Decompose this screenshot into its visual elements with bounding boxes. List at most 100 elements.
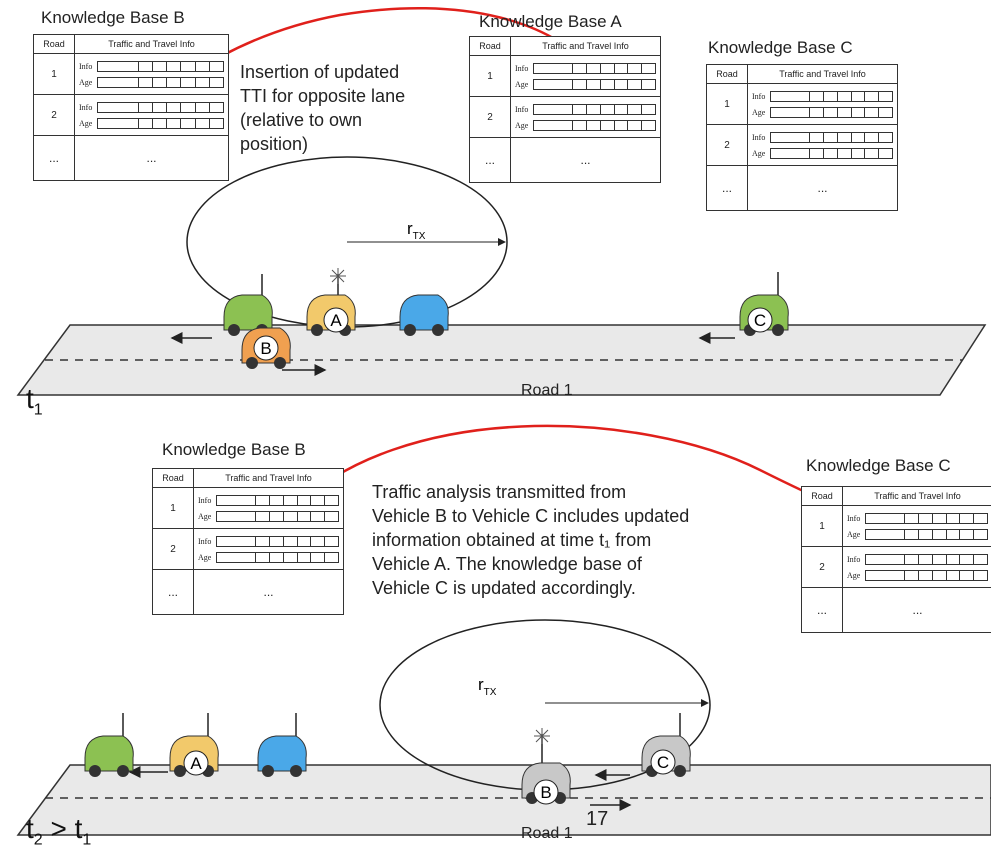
info-label: Info [847,554,861,564]
vehicle-t1-green [223,274,273,336]
caption-t2: Traffic analysis transmitted from Vehicl… [372,480,802,600]
info-bar [770,131,893,143]
col-info-header: Traffic and Travel Info [747,64,898,84]
caption-line: Vehicle A. The knowledge base of [372,554,642,574]
more-roads: ... [33,135,75,181]
more-info: ... [193,569,344,615]
vehicle-b-badge-t2: B [533,779,559,805]
col-info-header: Traffic and Travel Info [510,36,661,56]
age-bar [216,510,339,522]
col-info-header: Traffic and Travel Info [193,468,344,488]
road-number: 2 [469,96,511,138]
road-number: 2 [801,546,843,588]
age-label: Age [515,79,529,89]
vehicle-a-badge-t1: A [323,307,349,333]
road-number: 1 [469,55,511,97]
age-label: Age [198,511,212,521]
age-bar [865,528,988,540]
info-bar [97,101,224,113]
vehicle-t2-blue [257,713,307,777]
kb-title: Knowledge Base B [162,440,306,459]
age-bar [770,147,893,159]
more-info: ... [74,135,229,181]
vehicle-c-badge-t1: C [747,307,773,333]
road-number: 2 [33,94,75,136]
col-info-header: Traffic and Travel Info [74,34,229,54]
kb-title: Knowledge Base B [41,8,185,27]
age-bar [533,78,656,90]
more-roads: ... [469,137,511,183]
radius-label-t2: rTX [478,675,497,698]
tti-cells: Info Age [842,505,991,547]
age-label: Age [752,107,766,117]
vehicle-a-label: A [190,754,202,773]
col-road-header: Road [706,64,748,84]
tti-cells: Info Age [747,83,898,125]
info-bar [533,62,656,74]
time-symbol: t [26,813,34,844]
tti-cells: Info Age [510,96,661,138]
radius-label-t1: rTX [407,219,426,242]
tti-cells: Info Age [193,487,344,529]
time-comparison: > t [42,813,83,844]
kb-title: Knowledge Base A [479,12,622,31]
col-road-header: Road [801,486,843,506]
caption-line: information obtained at time t₁ from [372,530,652,550]
info-bar [216,494,339,506]
age-bar [770,106,893,118]
info-bar [865,553,988,565]
age-label: Age [752,148,766,158]
age-bar [865,569,988,581]
caption-t1: Insertion of updated TTI for opposite la… [240,60,460,156]
road-number: 1 [33,53,75,95]
age-bar [97,117,224,129]
vehicle-t2-green [84,713,134,777]
age-label: Age [847,529,861,539]
caption-line: (relative to own [240,110,363,130]
more-info: ... [842,587,991,633]
time-label-t1: t1 [26,383,43,420]
more-roads: ... [801,587,843,633]
age-label: Age [847,570,861,580]
vehicle-b-label: B [260,339,271,358]
info-label: Info [752,91,766,101]
road-number: 2 [152,528,194,570]
tti-cells: Info Age [842,546,991,588]
road-label-t1: Road 1 [521,382,573,399]
more-roads: ... [152,569,194,615]
age-bar [533,119,656,131]
info-bar [216,535,339,547]
time-subscript: 2 [33,831,43,849]
age-label: Age [79,118,93,128]
info-label: Info [79,102,93,112]
page-number: 17 [586,808,609,830]
info-label: Info [752,132,766,142]
vehicle-c-badge-t2: C [650,749,676,775]
tti-cells: Info Age [74,53,229,95]
road-label-t2: Road 1 [521,825,573,842]
time-symbol: t [26,383,34,414]
age-bar [216,551,339,563]
road-number: 1 [801,505,843,547]
info-bar [533,103,656,115]
info-label: Info [515,63,529,73]
tti-cells: Info Age [74,94,229,136]
info-label: Info [198,536,212,546]
col-info-header: Traffic and Travel Info [842,486,991,506]
age-label: Age [198,552,212,562]
road-number: 1 [706,83,748,125]
col-road-header: Road [152,468,194,488]
vehicle-t1-blue [399,294,449,336]
info-label: Info [79,61,93,71]
age-bar [97,76,224,88]
tti-cells: Info Age [193,528,344,570]
col-road-header: Road [469,36,511,56]
vehicle-c-label: C [657,753,669,772]
caption-line: position) [240,134,309,154]
kb-title: Knowledge Base C [806,456,951,475]
